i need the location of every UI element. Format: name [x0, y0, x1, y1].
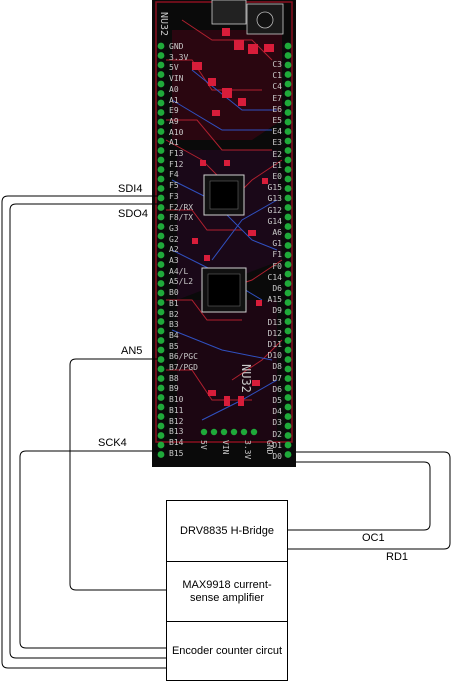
current-amplifier-block: MAX9918 current-sense amplifier — [166, 561, 288, 622]
hbridge-label: DRV8835 H-Bridge — [180, 525, 274, 538]
encoder-counter-block: Encoder counter circut — [166, 621, 288, 681]
wire-sdi4 — [2, 196, 166, 668]
label-sck4: SCK4 — [98, 437, 127, 449]
hbridge-block: DRV8835 H-Bridge — [166, 500, 288, 562]
label-an5: AN5 — [121, 345, 142, 357]
label-sdo4: SDO4 — [118, 208, 148, 220]
wire-sck4 — [20, 451, 166, 648]
wire-oc1 — [288, 462, 430, 530]
label-oc1: OC1 — [362, 532, 385, 544]
wire-an5 — [70, 359, 166, 590]
current-amplifier-label: MAX9918 current-sense amplifier — [173, 579, 281, 605]
label-sdi4: SDI4 — [118, 183, 142, 195]
encoder-counter-label: Encoder counter circut — [172, 645, 282, 658]
label-rd1: RD1 — [386, 551, 408, 563]
